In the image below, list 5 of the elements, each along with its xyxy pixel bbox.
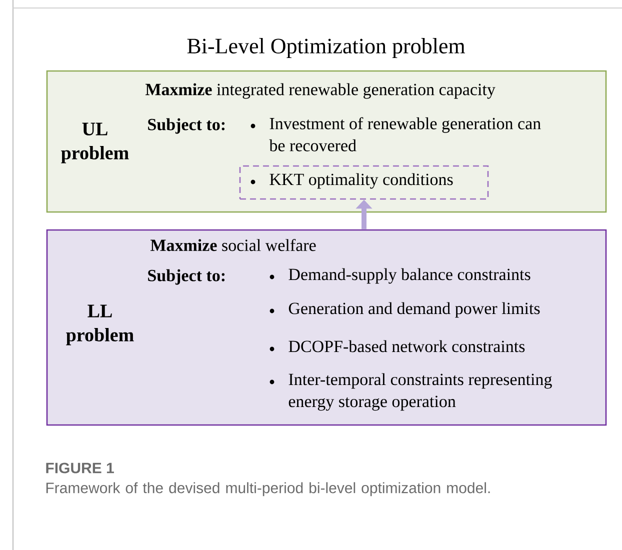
caption: Framework of the devised multi-period bi-level optimization model. xyxy=(46,482,490,496)
problem-box: LL problem Maxmize social welfare Subject to: Demand-supply balance constraints Generation and demand power limits DCOPF-based network constraints Inter-temporal constraints representing energy storage operation xyxy=(46,229,607,426)
title: Bi-Level Optimization problem xyxy=(187,38,465,58)
dashed-box: KKT optimality conditions xyxy=(239,165,489,200)
figure-label: FIGURE 1 xyxy=(46,462,114,474)
